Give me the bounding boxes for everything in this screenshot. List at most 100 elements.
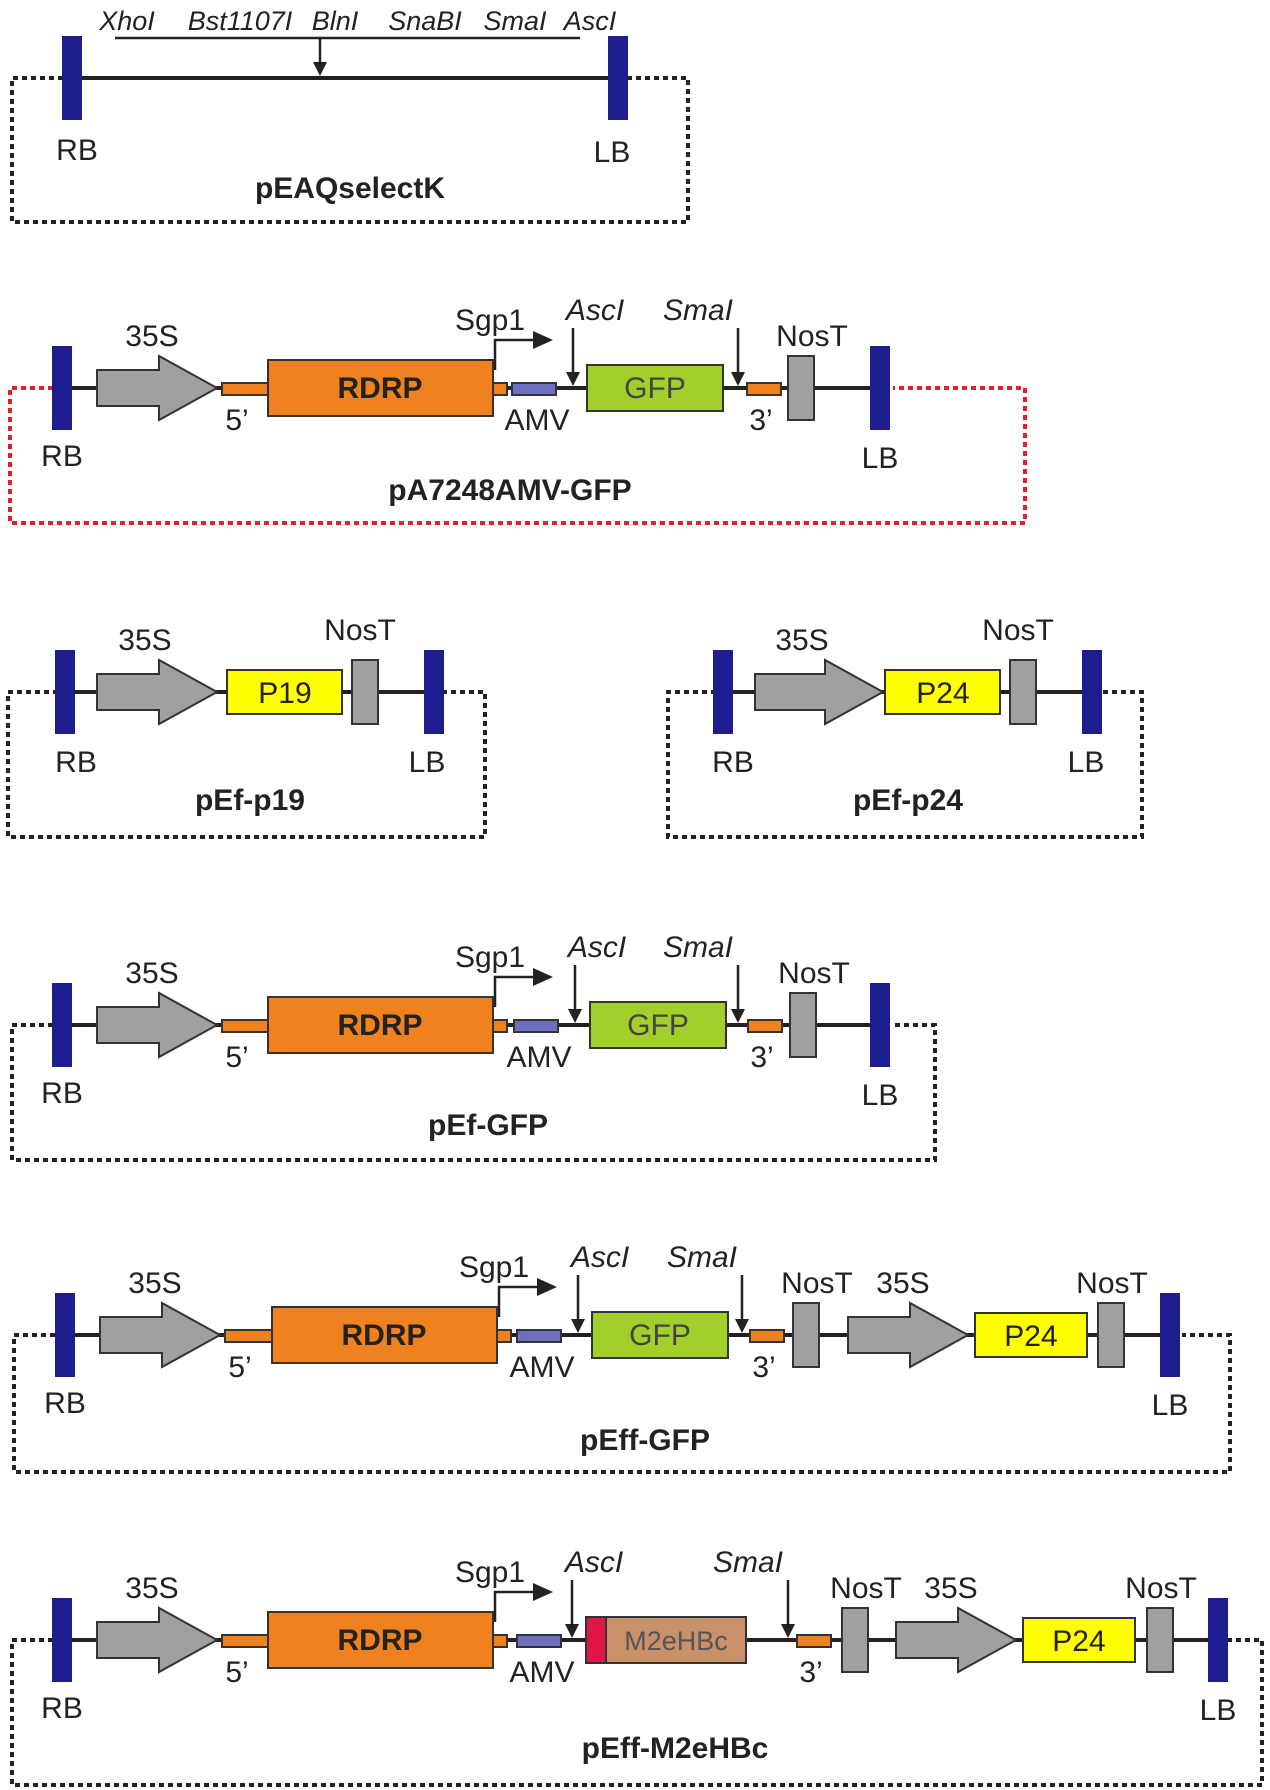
backbone-dashed: [8, 386, 1027, 525]
construct-name: pA7248AMV-GFP: [388, 474, 631, 507]
right-border-rb: [55, 650, 75, 734]
smai-arrow: [735, 1319, 749, 1333]
construct-name: pEff-GFP: [580, 1424, 710, 1457]
nost2-label: NosT: [1125, 1572, 1197, 1605]
rdrp-tail: [492, 382, 508, 396]
rdrp-label: RDRP: [337, 1624, 422, 1657]
gene-label: M2eHBc: [624, 1626, 728, 1656]
smai-arrow: [731, 1009, 745, 1023]
backbone-dashed: [12, 1333, 1232, 1474]
promoter2-label: 35S: [876, 1267, 929, 1300]
backbone-dashed: [6, 690, 487, 839]
construct-name: pEf-p19: [195, 784, 305, 817]
utr-5-prime: [224, 1329, 274, 1343]
sgp1-label: Sgp1: [455, 941, 525, 974]
five-prime-label: 5’: [225, 1656, 248, 1689]
construct-name: pEf-GFP: [428, 1109, 548, 1142]
promoter2-35s-arrow: [895, 1606, 1019, 1674]
smai-arrow: [781, 1624, 795, 1638]
backbone-dashed: [10, 76, 690, 224]
promoter-35s-arrow: [96, 991, 220, 1059]
amv-leader: [516, 1329, 562, 1343]
amv-label: AMV: [509, 1351, 574, 1384]
smai-label: SmaI: [667, 1241, 737, 1274]
sgp1-label: Sgp1: [455, 304, 525, 337]
sgp1-arrow: [533, 1583, 553, 1601]
rb-label: RB: [41, 1692, 83, 1725]
sgp1-arrow: [533, 968, 553, 986]
smai-label: SmaI: [713, 1546, 783, 1579]
site-label-bst1107i: Bst1107I: [188, 6, 293, 36]
nost-box: [841, 1607, 869, 1673]
asci-label: AscI: [566, 931, 626, 964]
promoter-35s-label: 35S: [118, 624, 171, 657]
lb-label: LB: [862, 1079, 899, 1112]
gfp-box: [589, 1001, 727, 1049]
utr-3-prime: [747, 1019, 783, 1033]
amv-label: AMV: [504, 404, 569, 437]
backbone-dashed: [10, 1638, 1264, 1787]
left-border-lb: [608, 36, 628, 120]
asci-arrow: [566, 372, 580, 386]
nost-label: NosT: [324, 614, 396, 647]
site-label-asci: AscI: [562, 6, 617, 36]
asci-label: AscI: [569, 1241, 629, 1274]
rb-label: RB: [41, 1077, 83, 1110]
rdrp-tail: [492, 1634, 508, 1648]
p24-box: [884, 669, 1001, 715]
lb-label: LB: [1068, 746, 1105, 779]
site-label-snabi: SnaBI: [388, 6, 462, 36]
sgp1-arrow-line: [497, 1285, 539, 1317]
nost-label: NosT: [830, 1572, 902, 1605]
rb-label: RB: [55, 746, 97, 779]
p19-box: [226, 669, 343, 715]
sgp1-label: Sgp1: [459, 1251, 529, 1284]
nost-label: NosT: [781, 1267, 853, 1300]
asci-arrow: [571, 1319, 585, 1333]
nost-label: NosT: [982, 614, 1054, 647]
sgp1-arrow: [533, 331, 553, 349]
promoter2-label: 35S: [924, 1572, 977, 1605]
utr-5-prime: [221, 382, 271, 396]
utr-3-prime: [749, 1329, 785, 1343]
smai-label: SmaI: [663, 931, 733, 964]
rdrp-label: RDRP: [341, 1319, 426, 1352]
amv-label: AMV: [506, 1041, 571, 1074]
rdrp-tail: [496, 1329, 512, 1343]
asci-label: AscI: [563, 1546, 623, 1579]
nost-label: NosT: [778, 957, 850, 990]
m2e-box: [585, 1616, 607, 1664]
nost-box: [351, 659, 379, 725]
asci-arrow: [568, 1009, 582, 1023]
nost-box: [1009, 659, 1037, 725]
site-label-xhoi: XhoI: [98, 6, 155, 36]
gene2-label: P24: [1004, 1320, 1057, 1353]
asci-label: AscI: [564, 294, 624, 327]
gene-label: GFP: [627, 1009, 689, 1042]
three-prime-label: 3’: [799, 1656, 822, 1689]
smai-arrow: [731, 372, 745, 386]
utr-5-prime: [221, 1019, 271, 1033]
rb-label: RB: [56, 134, 98, 167]
gene-label: P19: [258, 677, 311, 710]
amv-leader: [516, 1634, 562, 1648]
lb-label: LB: [594, 136, 631, 169]
rdrp-label: RDRP: [337, 1009, 422, 1042]
left-border-lb: [1082, 650, 1102, 734]
promoter-35s-arrow: [754, 658, 886, 726]
rdrp-box: [267, 1611, 494, 1669]
mcs-arrow: [313, 62, 327, 76]
right-border-rb: [52, 983, 72, 1067]
gene-label: GFP: [629, 1319, 691, 1352]
five-prime-label: 5’: [228, 1351, 251, 1384]
sgp1-arrow-line: [493, 1590, 535, 1622]
lb-label: LB: [1152, 1389, 1189, 1422]
gene-label: P24: [916, 677, 969, 710]
lb-label: LB: [1200, 1694, 1237, 1727]
promoter-35s-arrow: [96, 354, 220, 422]
